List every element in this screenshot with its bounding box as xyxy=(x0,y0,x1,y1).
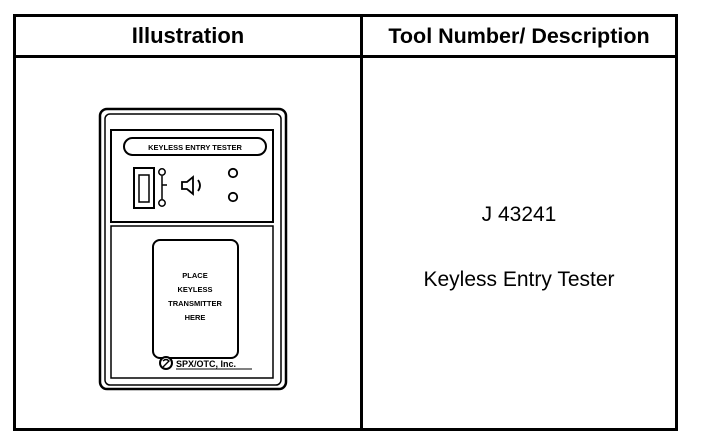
transmitter-pad xyxy=(152,239,239,359)
indicator-led-bottom xyxy=(227,191,239,203)
keyless-entry-tester-drawing: KEYLESS ENTRY TESTER PLACE KEYLESS TRA xyxy=(98,107,288,391)
speaker-icon xyxy=(181,175,201,196)
tool-description: Keyless Entry Tester xyxy=(423,268,615,291)
slot-indicator-top xyxy=(158,168,166,176)
tool-number: J 43241 xyxy=(481,203,557,226)
brand-logo-icon xyxy=(159,356,173,370)
banner-label xyxy=(123,137,267,156)
header-tool-description: Tool Number/ Description xyxy=(388,23,650,48)
description-cell: J 43241 Keyless Entry Tester xyxy=(363,58,675,428)
header-illustration: Illustration xyxy=(131,23,245,48)
column-divider xyxy=(360,17,363,428)
pad-line-4: HERE xyxy=(185,313,206,322)
brand-text: SPX/OTC, Inc. xyxy=(176,359,236,369)
illustration-cell: KEYLESS ENTRY TESTER PLACE KEYLESS TRA xyxy=(16,58,360,428)
tester-case-inner xyxy=(104,113,282,386)
tool-table: Illustration Tool Number/ Description KE… xyxy=(13,14,678,431)
slot-indicator-bottom xyxy=(158,199,166,207)
banner-text: KEYLESS ENTRY TESTER xyxy=(148,143,242,152)
pad-line-3: TRANSMITTER xyxy=(168,299,222,308)
indicator-led-top xyxy=(227,167,239,179)
pad-line-1: PLACE xyxy=(182,271,207,280)
header-divider xyxy=(16,55,675,58)
battery-slot-inner xyxy=(138,174,150,203)
pad-line-2: KEYLESS xyxy=(177,285,212,294)
